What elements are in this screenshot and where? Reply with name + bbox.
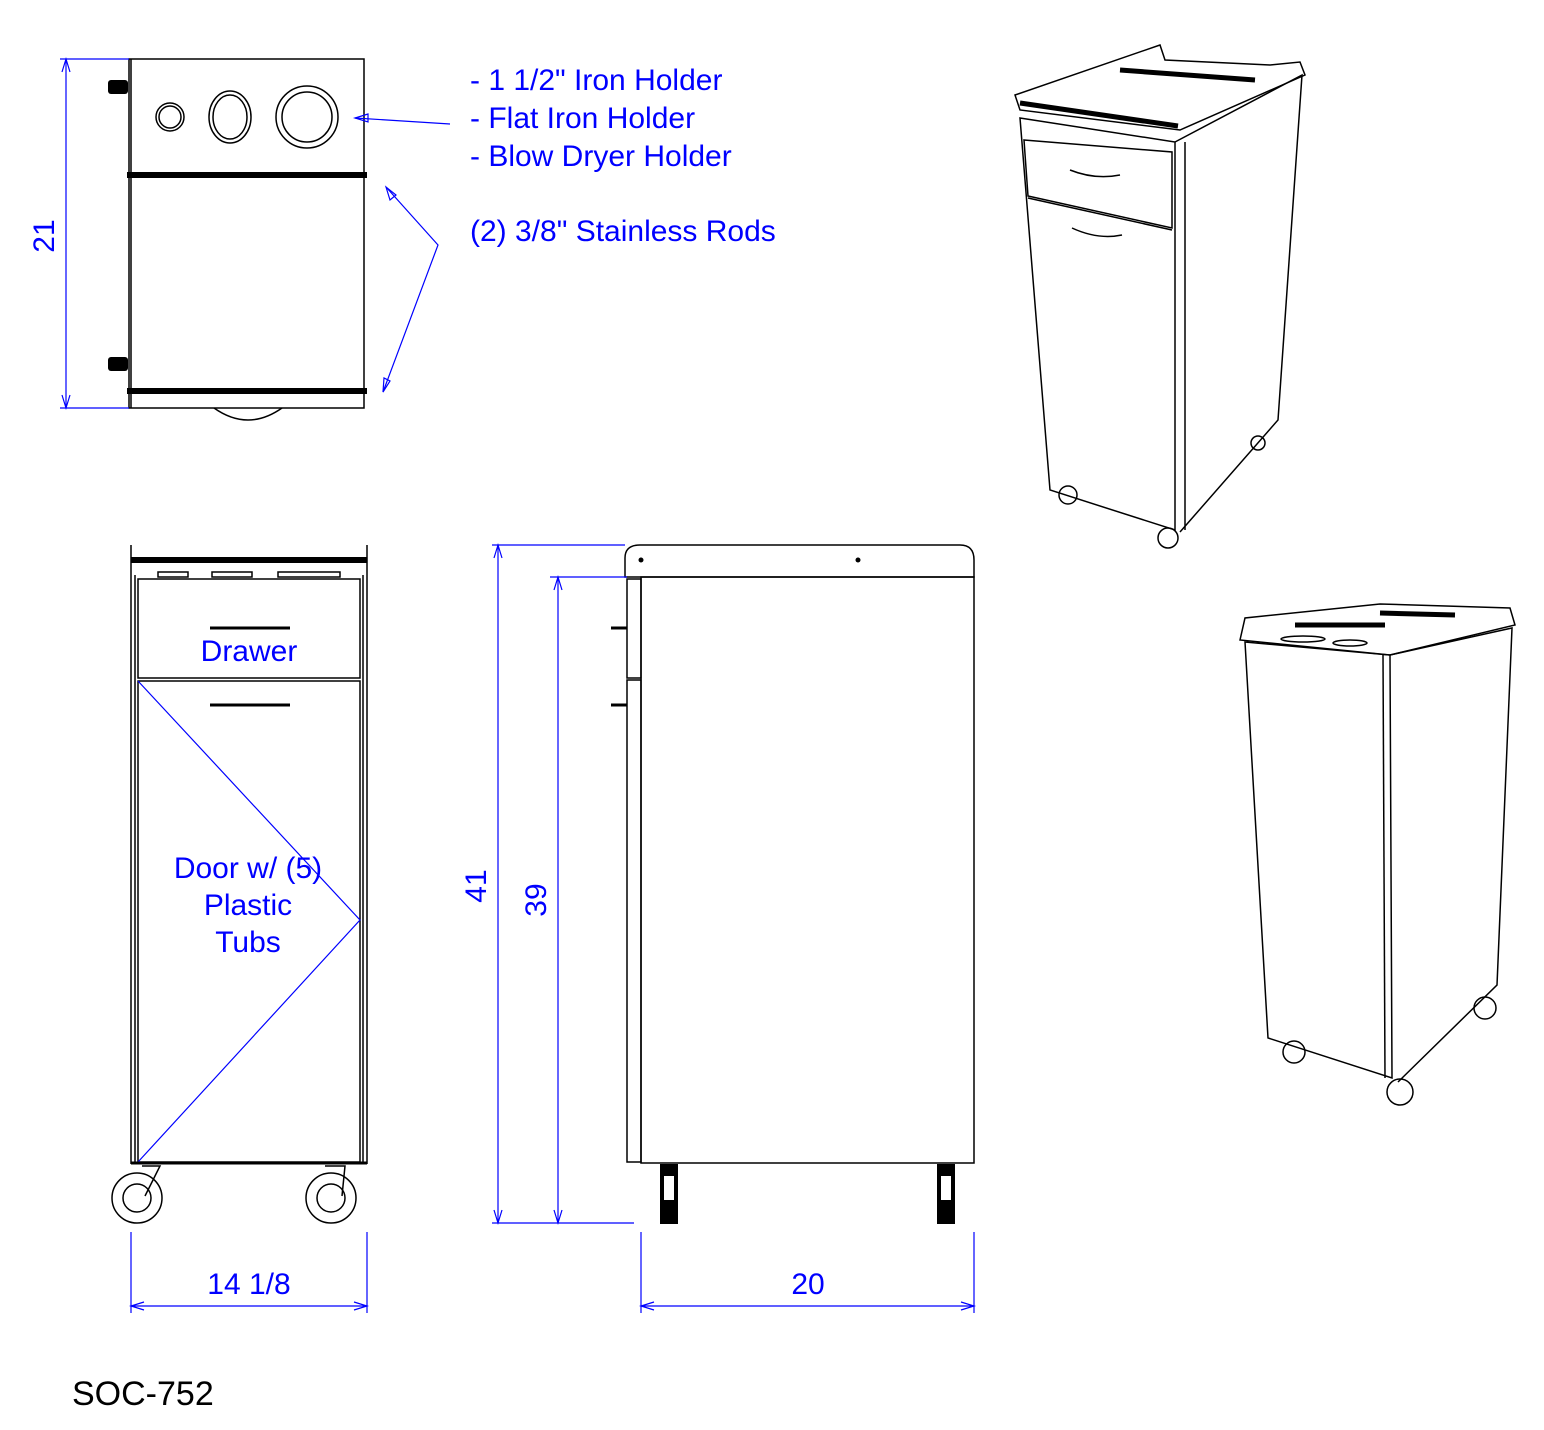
door-label-line2: Plastic bbox=[204, 889, 292, 922]
callout-blow-dryer-holder: - Blow Dryer Holder bbox=[470, 140, 732, 173]
drawer-label: Drawer bbox=[201, 635, 298, 668]
dimension-depth-top: 21 bbox=[28, 219, 61, 252]
dimension-depth-side: 20 bbox=[791, 1268, 824, 1301]
callout-flat-iron-holder: - Flat Iron Holder bbox=[470, 102, 695, 135]
isometric-view-rear bbox=[1239, 603, 1516, 1106]
dimension-height-overall: 41 bbox=[460, 869, 493, 902]
door-label-line1: Door w/ (5) bbox=[174, 852, 322, 885]
isometric-view-front bbox=[1014, 44, 1306, 549]
model-number: SOC-752 bbox=[72, 1375, 214, 1413]
side-view bbox=[492, 542, 977, 1313]
top-view: 21 bbox=[28, 56, 451, 421]
callout-stainless-rods: (2) 3/8" Stainless Rods bbox=[470, 215, 776, 248]
callout-iron-holder: - 1 1/2" Iron Holder bbox=[470, 64, 722, 97]
front-view bbox=[111, 545, 370, 1313]
dimension-height-body: 39 bbox=[520, 883, 553, 916]
door-label-line3: Tubs bbox=[215, 926, 281, 959]
dimension-width-front: 14 1/8 bbox=[207, 1268, 290, 1301]
